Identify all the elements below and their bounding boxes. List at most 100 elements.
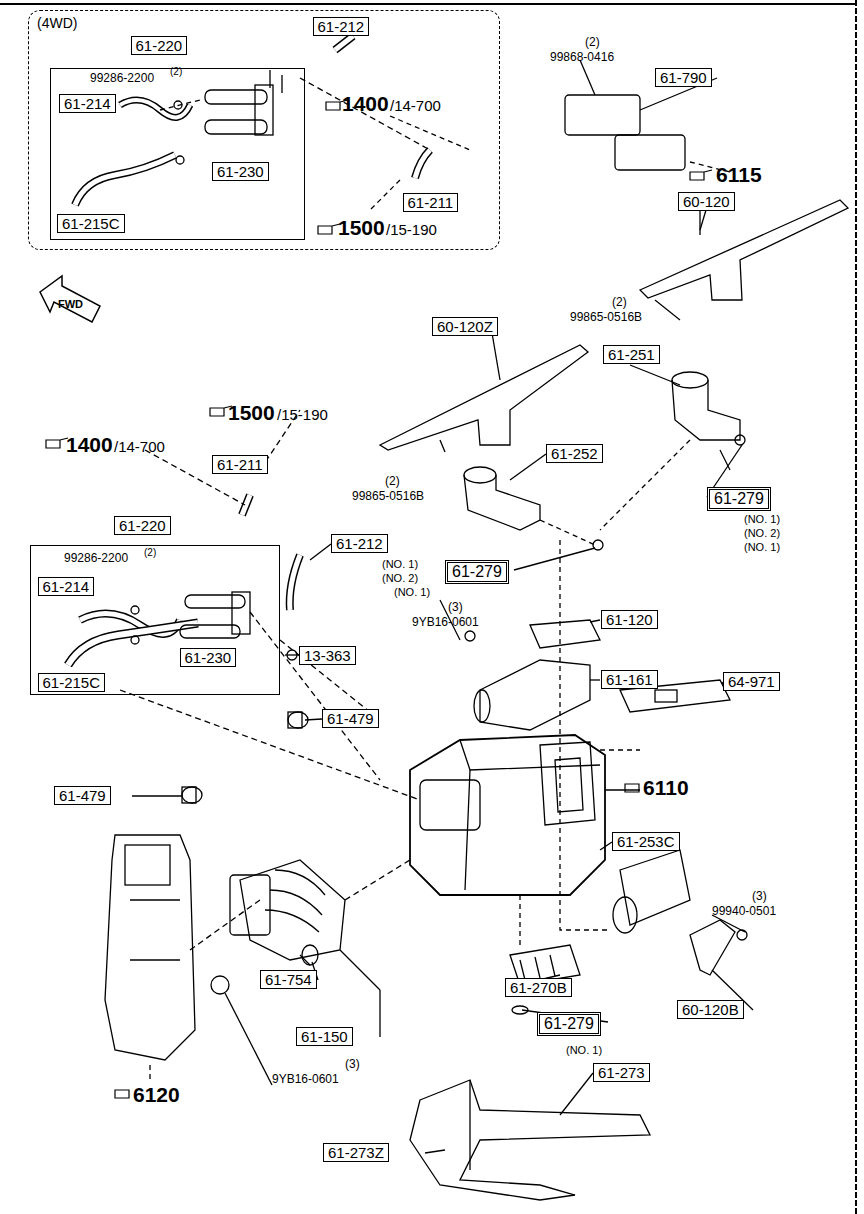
option-region: (4WD) 61-212 61-220 61-214 61-230 61-215C 61-2… (28, 10, 500, 250)
callout-text: 99286-2200 (64, 552, 128, 565)
part-number: 61-273Z (328, 1144, 384, 1161)
part-number: 61-215C (43, 674, 101, 691)
part-number-box: 60-120Z (432, 317, 498, 336)
part-number-box: 61-230 (180, 648, 237, 667)
reference-number: FWD (58, 298, 83, 310)
assembly-bracket: 61-22061-21461-23061-215C (50, 68, 305, 240)
callout-text: (NO. 1) (394, 586, 430, 598)
part-number-box: 61-279 (537, 1012, 601, 1036)
part-number-box: 61-211 (403, 193, 459, 212)
callout-text: (NO. 2) (744, 527, 780, 539)
part-number-box: 61-161 (601, 670, 658, 689)
part-number: 61-211 (408, 194, 454, 211)
part-number: 61-230 (217, 163, 264, 180)
callout-text: (2) (385, 475, 400, 488)
part-number: 13-363 (304, 647, 351, 664)
part-number: 61-479 (327, 710, 374, 727)
assembly-bracket: 61-22061-21461-23061-215C (30, 545, 280, 695)
part-number: 61-214 (64, 95, 111, 112)
part-number: 60-120Z (437, 318, 493, 335)
part-number: 61-120 (606, 611, 653, 628)
callout-text: (NO. 2) (382, 572, 418, 584)
callout-text: (NO. 1) (566, 1044, 602, 1056)
callout-text: (2) (612, 296, 627, 309)
callout-text: /14-700 (114, 439, 165, 456)
part-number-box: 61-214 (59, 94, 116, 113)
callout-text: 99865-0516B (352, 490, 424, 503)
part-number: 61-253C (617, 833, 675, 850)
part-number-box: 13-363 (299, 646, 356, 665)
callout-text: (2) (585, 36, 600, 49)
part-number-box: 61-220 (114, 516, 171, 535)
part-number: 61-252 (551, 445, 598, 462)
reference-number: 1400 (342, 92, 389, 115)
region-title: (4WD) (37, 15, 77, 31)
callout-text: /15-190 (277, 407, 328, 424)
callout-text: 99865-0516B (570, 311, 642, 324)
part-number-box: 61-150 (296, 1027, 353, 1046)
part-number: 61-790 (660, 69, 707, 86)
part-number: 61-273 (598, 1064, 645, 1081)
reference-number: 1500 (228, 401, 275, 424)
part-number-box: 61-273 (593, 1063, 650, 1082)
part-number: 61-150 (301, 1028, 348, 1045)
reference-number: 1500 (338, 216, 385, 239)
part-number-box: 61-212 (331, 534, 388, 553)
part-number-box: 61-252 (546, 444, 603, 463)
callout-text: (2) (144, 547, 156, 558)
part-number-box: 64-971 (723, 672, 780, 691)
callout-text: 99286-2200 (90, 72, 154, 85)
part-number-box: 61-790 (655, 68, 712, 87)
part-number: 61-215C (62, 215, 120, 232)
part-number-box: 61-220 (131, 36, 188, 55)
part-number: 61-230 (185, 649, 232, 666)
callout-text: /14-700 (390, 98, 441, 115)
part-number: 64-971 (728, 673, 775, 690)
part-number-box: 61-279 (707, 487, 771, 511)
part-number: 61-754 (265, 971, 312, 988)
callout-text: /15-190 (386, 222, 437, 239)
part-number-box: 61-279 (445, 560, 509, 584)
part-number: 61-211 (217, 456, 263, 473)
callout-text: (3) (345, 1058, 360, 1071)
callout-text: 9YB16-0601 (412, 616, 479, 629)
part-number-box: 61-215C (38, 673, 106, 692)
callout-text: 9YB16-0601 (272, 1073, 339, 1086)
part-number-box: 61-273Z (323, 1143, 389, 1162)
reference-number: 6110 (643, 776, 689, 799)
callout-text: (3) (448, 601, 463, 614)
part-number-box: 60-120 (678, 192, 735, 211)
part-number: 61-251 (608, 346, 655, 363)
part-number-box: 61-754 (260, 970, 317, 989)
part-number-box: 61-215C (57, 214, 125, 233)
part-number: 61-279 (544, 1015, 594, 1033)
part-number: 61-214 (43, 578, 90, 595)
part-number-box: 61-120 (601, 610, 658, 629)
part-number: 61-212 (336, 535, 383, 552)
callout-text: (NO. 1) (744, 513, 780, 525)
part-number: 61-161 (606, 671, 653, 688)
part-number-box: 61-212 (313, 17, 370, 36)
part-number-box: 61-211 (212, 455, 268, 474)
part-number-box: 61-253C (612, 832, 680, 851)
part-number: 60-120 (683, 193, 730, 210)
part-number: 60-120B (682, 1001, 739, 1018)
part-number-box: 61-214 (38, 577, 95, 596)
reference-number: 6120 (133, 1083, 180, 1106)
callout-text: (3) (752, 890, 767, 903)
part-number-box: 61-479 (322, 709, 379, 728)
part-number: 61-270B (510, 979, 567, 996)
part-number-box: 61-251 (603, 345, 660, 364)
callout-text: 99868-0416 (550, 51, 614, 64)
callout-text: (NO. 1) (382, 558, 418, 570)
part-number: 61-479 (59, 787, 106, 804)
part-number: 61-279 (452, 563, 502, 581)
part-number: 61-212 (318, 18, 365, 35)
reference-number: 6115 (716, 163, 762, 186)
part-number-box: 60-120B (677, 1000, 744, 1019)
reference-number: 1400 (66, 433, 113, 456)
part-number-box: 61-230 (212, 162, 269, 181)
callout-text: (2) (170, 66, 182, 77)
part-number-box: 61-270B (505, 978, 572, 997)
part-number-box: 61-479 (54, 786, 111, 805)
